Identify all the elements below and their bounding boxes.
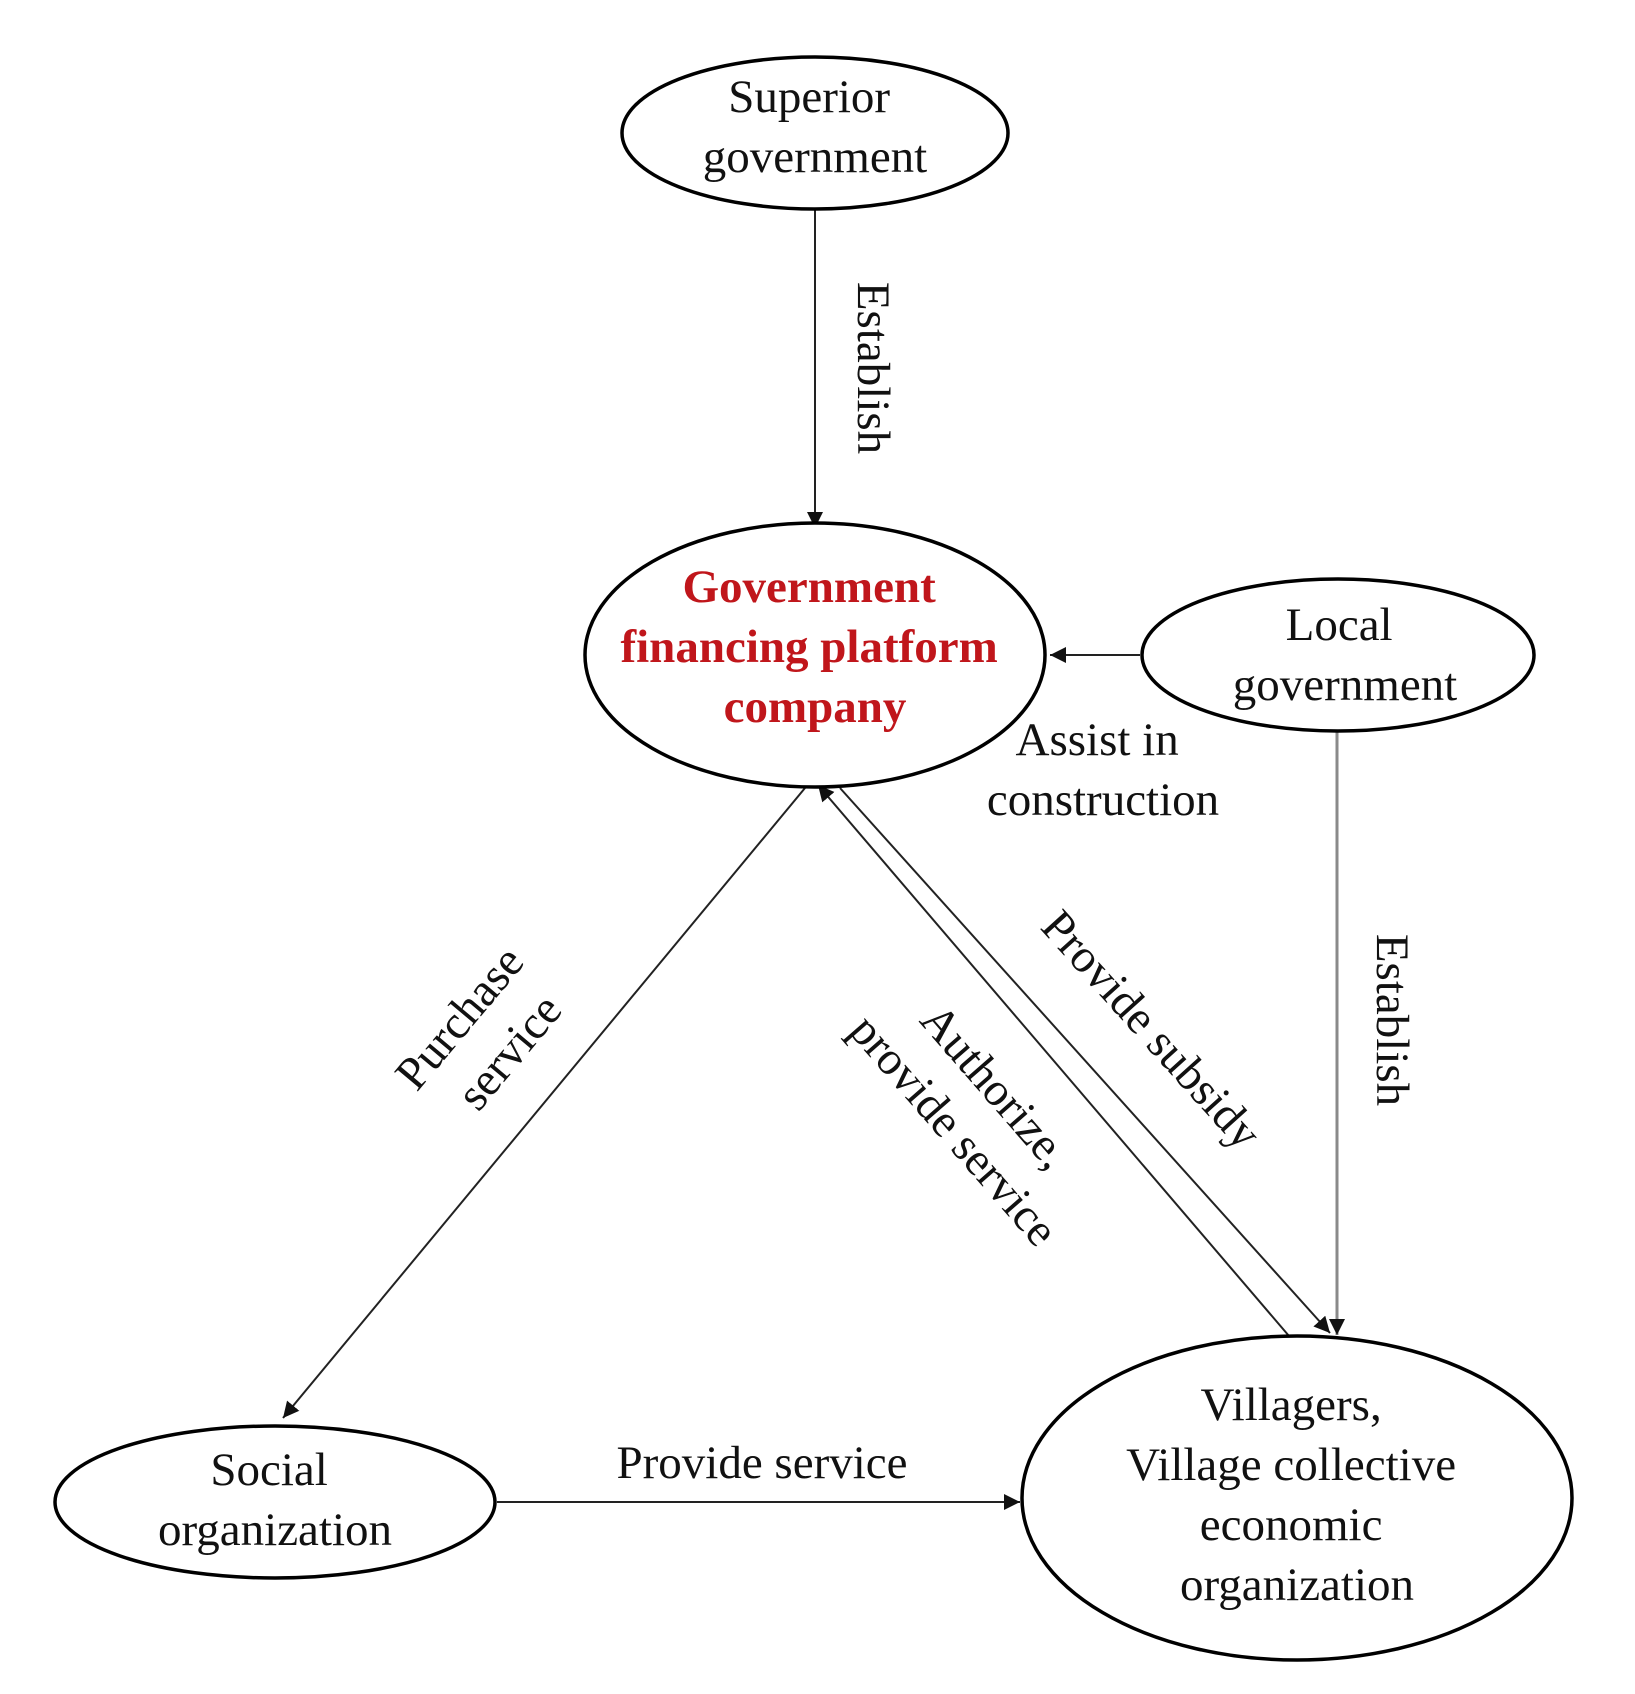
edge-authorize: [817, 784, 1296, 1344]
assist-line-1: Assist in: [1016, 714, 1179, 766]
edge-provide-subsidy: [839, 787, 1331, 1334]
node-platform-company: Government financing platform company: [583, 521, 1047, 789]
villagers-line-1: Villagers,: [1201, 1379, 1382, 1431]
platform-company-line-3: company: [724, 681, 907, 733]
platform-company-line-2: financing platform: [620, 621, 997, 673]
svg-text:Government financing pla: Government financing platform company: [620, 561, 1009, 733]
node-villagers: Villagers, Village collective economic o…: [1020, 1334, 1574, 1662]
assist-line-2: construction: [987, 774, 1219, 826]
svg-text:Local government: Local government: [1233, 599, 1458, 711]
label-superior-establish: Establish: [847, 282, 899, 454]
node-local-government: Local government: [1140, 577, 1536, 733]
label-local-establish: Establish: [1366, 934, 1418, 1106]
social-organization-line-2: organization: [158, 1504, 392, 1556]
superior-government-line-1: Superior: [728, 71, 890, 123]
node-social-organization: Social organization: [53, 1424, 497, 1580]
label-provide-service: Provide service: [616, 1437, 907, 1489]
platform-company-line-1: Government: [683, 561, 937, 613]
local-government-line-1: Local: [1286, 599, 1393, 651]
villagers-line-2: Village collective: [1126, 1439, 1456, 1491]
svg-text:Superior government: Superior government: [703, 71, 928, 183]
svg-text:Villagers, Village colle: Villagers, Village collective economic o…: [1126, 1379, 1468, 1611]
label-assist-in-construction: Assist in construction: [987, 714, 1219, 826]
svg-text:Social organization: Social organization: [158, 1444, 392, 1556]
superior-government-line-2: government: [703, 131, 928, 183]
label-authorize-provide-service: Authorize, provide service: [839, 965, 1113, 1256]
villagers-line-4: organization: [1180, 1559, 1414, 1611]
social-organization-line-1: Social: [210, 1444, 327, 1496]
edge-purchase-service: [282, 787, 806, 1419]
label-provide-subsidy: Provide subsidy: [1031, 900, 1272, 1159]
local-government-line-2: government: [1233, 659, 1458, 711]
node-superior-government: Superior government: [620, 55, 1010, 211]
label-purchase-service: Purchase service: [385, 927, 587, 1138]
villagers-line-3: economic: [1200, 1499, 1383, 1551]
